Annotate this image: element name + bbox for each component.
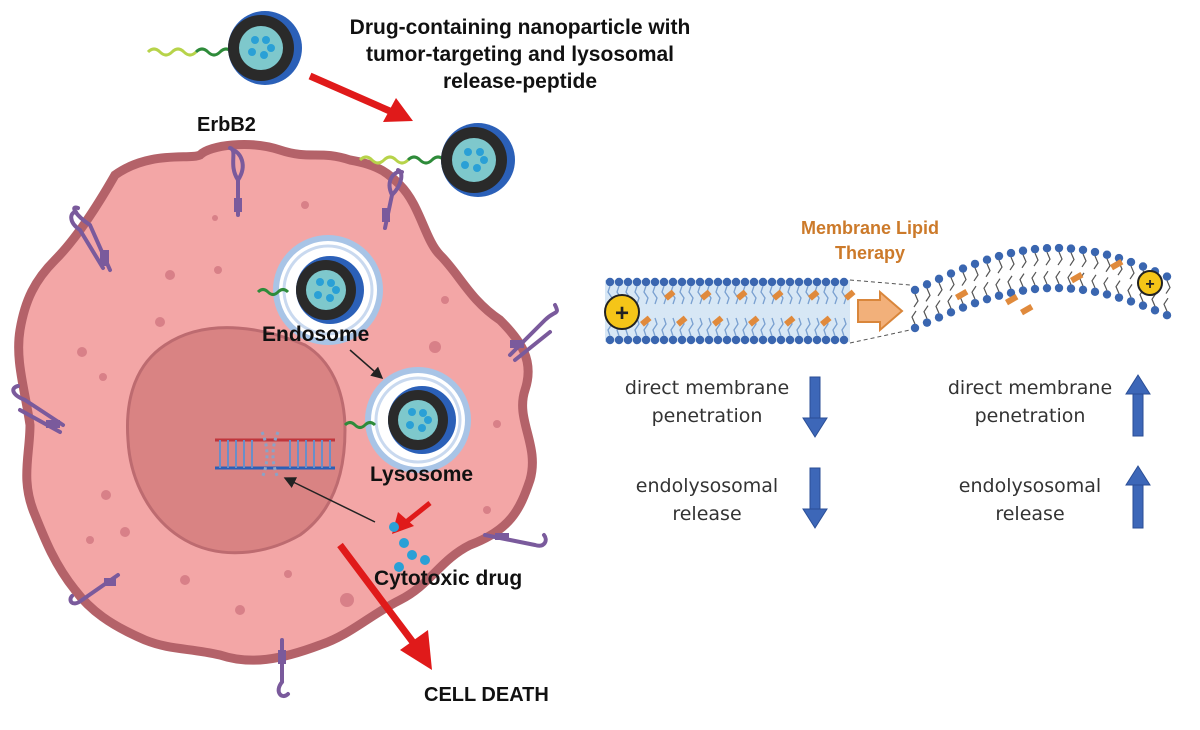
membrane-icon-after bbox=[910, 243, 1172, 333]
lysosome bbox=[343, 367, 471, 473]
receptor-icon bbox=[228, 146, 245, 217]
cytoplasm-granules bbox=[77, 201, 501, 615]
cytotoxic-drug-molecules bbox=[389, 522, 430, 572]
label-membrane-lipid-therapy: Membrane Lipid Therapy bbox=[800, 218, 939, 263]
receptor-icon bbox=[276, 638, 290, 699]
nanoparticle-icon-2 bbox=[358, 123, 515, 197]
plus-charge-icon-before: + bbox=[604, 294, 640, 330]
label-cytotoxic-drug: Cytotoxic drug bbox=[374, 567, 523, 590]
arrow-icon-penetration-after-up bbox=[1125, 374, 1151, 437]
arrow-icon-drug-to-dna bbox=[283, 477, 376, 523]
label-penetration-after: direct membrane penetration bbox=[947, 377, 1113, 427]
receptor-icon bbox=[483, 533, 548, 548]
arrow-icon-release-before-down bbox=[802, 467, 828, 529]
svg-text:+: + bbox=[615, 300, 629, 327]
label-penetration-before: direct membrane penetration bbox=[624, 377, 790, 427]
label-release-after: endolysosomal release bbox=[958, 475, 1102, 525]
receptor-icon bbox=[69, 205, 112, 272]
arrow-icon-endo-to-lyso bbox=[349, 349, 384, 379]
label-cell-death: CELL DEATH bbox=[424, 684, 549, 706]
arrow-icon-penetration-before-down bbox=[802, 376, 828, 438]
nanoparticle-icon-1 bbox=[146, 11, 302, 85]
receptor-icon bbox=[382, 168, 404, 230]
diagram-title: Drug-containing nanoparticle with tumor-… bbox=[349, 16, 691, 93]
label-release-before: endolysosomal release bbox=[635, 475, 779, 525]
receptor-icon bbox=[11, 384, 65, 434]
label-erbb2: ErbB2 bbox=[197, 114, 256, 136]
label-lysosome: Lysosome bbox=[370, 463, 474, 486]
endosome bbox=[256, 235, 383, 345]
dna-icon bbox=[215, 431, 335, 479]
arrow-icon-cell-death bbox=[337, 542, 432, 670]
receptor-icon bbox=[68, 573, 120, 606]
svg-text:+: + bbox=[1145, 276, 1154, 293]
arrow-icon-mlt bbox=[857, 289, 904, 333]
receptor-icon bbox=[508, 303, 559, 362]
arrow-icon-uptake bbox=[308, 72, 413, 122]
erbb2-receptors bbox=[11, 146, 559, 699]
arrow-icon-release-after-up bbox=[1125, 465, 1151, 529]
plus-charge-icon-after: + bbox=[1137, 270, 1163, 296]
label-endosome: Endosome bbox=[262, 323, 370, 346]
membrane-icon-before bbox=[605, 277, 856, 345]
